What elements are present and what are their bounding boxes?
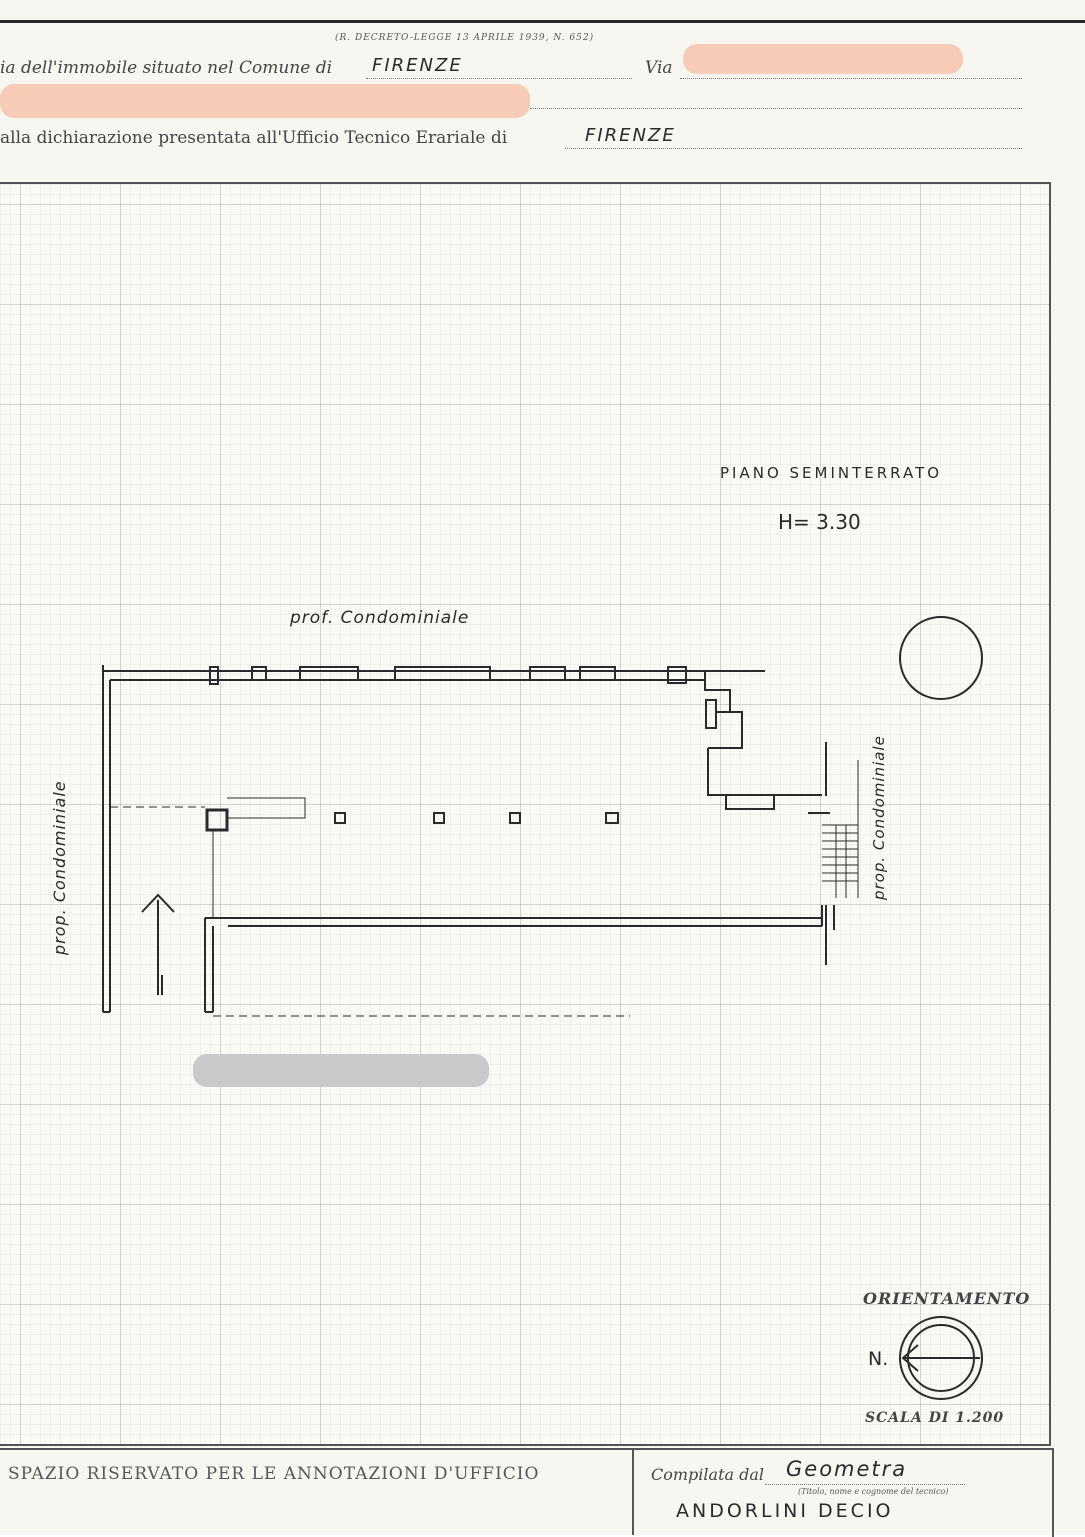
- office-value: FIRENZE: [585, 125, 676, 146]
- compiled-by-label: Compilata dal: [651, 1465, 765, 1484]
- scale-label: SCALA DI 1.200: [865, 1410, 1005, 1426]
- plan-window: [209, 666, 219, 685]
- plan-wall: [708, 711, 743, 749]
- plan-wall: [704, 671, 731, 712]
- office-space-label: SPAZIO RISERVATO PER LE ANNOTAZIONI D'UF…: [8, 1464, 540, 1484]
- orientation-title: ORIENTAMENTO: [863, 1289, 1031, 1308]
- redacted-address: [683, 44, 963, 74]
- footer-divider: [632, 1448, 634, 1535]
- plan-window: [394, 666, 491, 681]
- declaration-line-label: alla dichiarazione presentata all'Uffici…: [0, 128, 508, 148]
- plan-window: [299, 666, 359, 681]
- plan-window: [579, 666, 616, 681]
- comune-dotted-line: [366, 78, 632, 79]
- plan-window: [251, 666, 267, 681]
- plan-window: [667, 666, 687, 684]
- plan-pillar: [205, 808, 229, 832]
- profession-value: Geometra: [786, 1457, 908, 1481]
- graph-paper-area: [0, 182, 1051, 1446]
- floor-height: H= 3.30: [778, 510, 861, 534]
- second-dotted-line: [530, 108, 1022, 109]
- floor-title: PIANO SEMINTERRATO: [720, 464, 943, 482]
- plan-pillar: [433, 812, 445, 824]
- compiled-hint: (Titolo, nome e cognome del tecnico): [798, 1487, 949, 1496]
- office-dotted-line: [565, 148, 1022, 149]
- plan-pillar: [705, 699, 717, 729]
- top-border: [0, 20, 1085, 23]
- plan-pillar: [334, 812, 346, 824]
- property-line-label: ia dell'immobile situato nel Comune di: [0, 58, 333, 78]
- redacted-owner: [0, 84, 530, 118]
- label-top-condominiale: prof. Condominiale: [290, 608, 470, 628]
- via-dotted-line: [680, 78, 1022, 79]
- redacted-note: [193, 1054, 489, 1087]
- plan-step: [725, 794, 775, 810]
- north-label: N.: [868, 1348, 889, 1370]
- label-left-condominiale: prop. Condominiale: [50, 780, 69, 955]
- author-name: ANDORLINI DECIO: [676, 1500, 894, 1522]
- plan-pillar: [605, 812, 619, 824]
- via-label: Via: [645, 58, 673, 78]
- plan-window: [529, 666, 566, 681]
- plan-pillar: [509, 812, 521, 824]
- label-right-condominiale: prop. Condominiale: [870, 735, 888, 900]
- footer-box: [0, 1448, 1054, 1537]
- plan-wall: [707, 748, 822, 796]
- compiled-dotted-line: [765, 1484, 965, 1485]
- decree-reference: (R. DECRETO-LEGGE 13 APRILE 1939, N. 652…: [335, 33, 595, 43]
- comune-value: FIRENZE: [372, 55, 463, 76]
